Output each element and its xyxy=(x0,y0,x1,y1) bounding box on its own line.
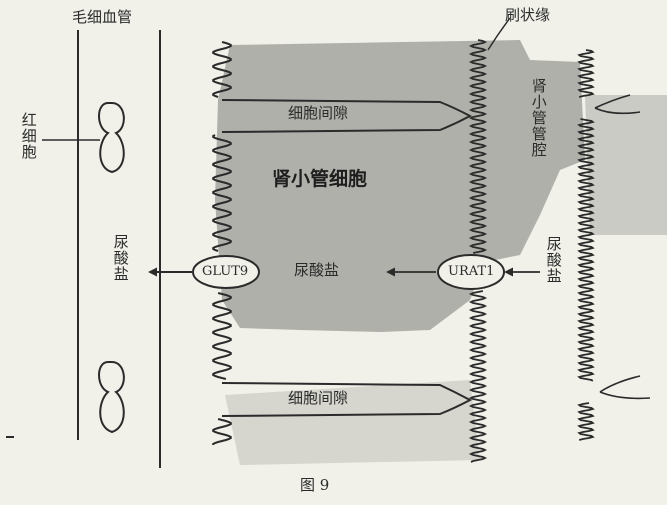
urate-cell-label: 尿酸盐 xyxy=(294,261,340,279)
glut9-label: GLUT9 xyxy=(202,264,249,279)
brush-border-label: 刷状缘 xyxy=(505,6,551,24)
intercellular-channel-top xyxy=(221,99,473,133)
tubule-cell-lower-shading xyxy=(225,380,480,465)
brush-border-pointer xyxy=(487,17,511,51)
red-blood-cell-label: 红细胞 xyxy=(19,112,38,160)
glut9-transporter xyxy=(192,255,260,289)
urat1-label: URAT1 xyxy=(448,264,495,279)
red-blood-cell-bottom xyxy=(98,361,125,434)
right-junction-top xyxy=(594,94,641,115)
capillary-label: 毛细血管 xyxy=(72,8,133,26)
red-blood-cell-top xyxy=(98,102,125,174)
figure-caption: 图 9 xyxy=(300,476,330,494)
basolateral-membrane xyxy=(212,41,232,445)
intercellular-space-bottom-label: 细胞间隙 xyxy=(288,389,349,407)
urate-lumen-label: 尿酸盐 xyxy=(544,236,563,284)
right-junction-bottom xyxy=(599,375,651,400)
tubule-cell-label: 肾小管细胞 xyxy=(272,168,368,190)
right-brush-border xyxy=(577,49,595,441)
intercellular-channel-bottom xyxy=(221,382,473,417)
urate-blood-label: 尿酸盐 xyxy=(111,234,130,282)
tubule-lumen-label: 肾小管管腔 xyxy=(529,78,548,158)
intercellular-space-top-label: 细胞间隙 xyxy=(288,104,349,122)
right-cell-shading xyxy=(585,95,667,235)
apical-brush-border xyxy=(468,39,488,463)
